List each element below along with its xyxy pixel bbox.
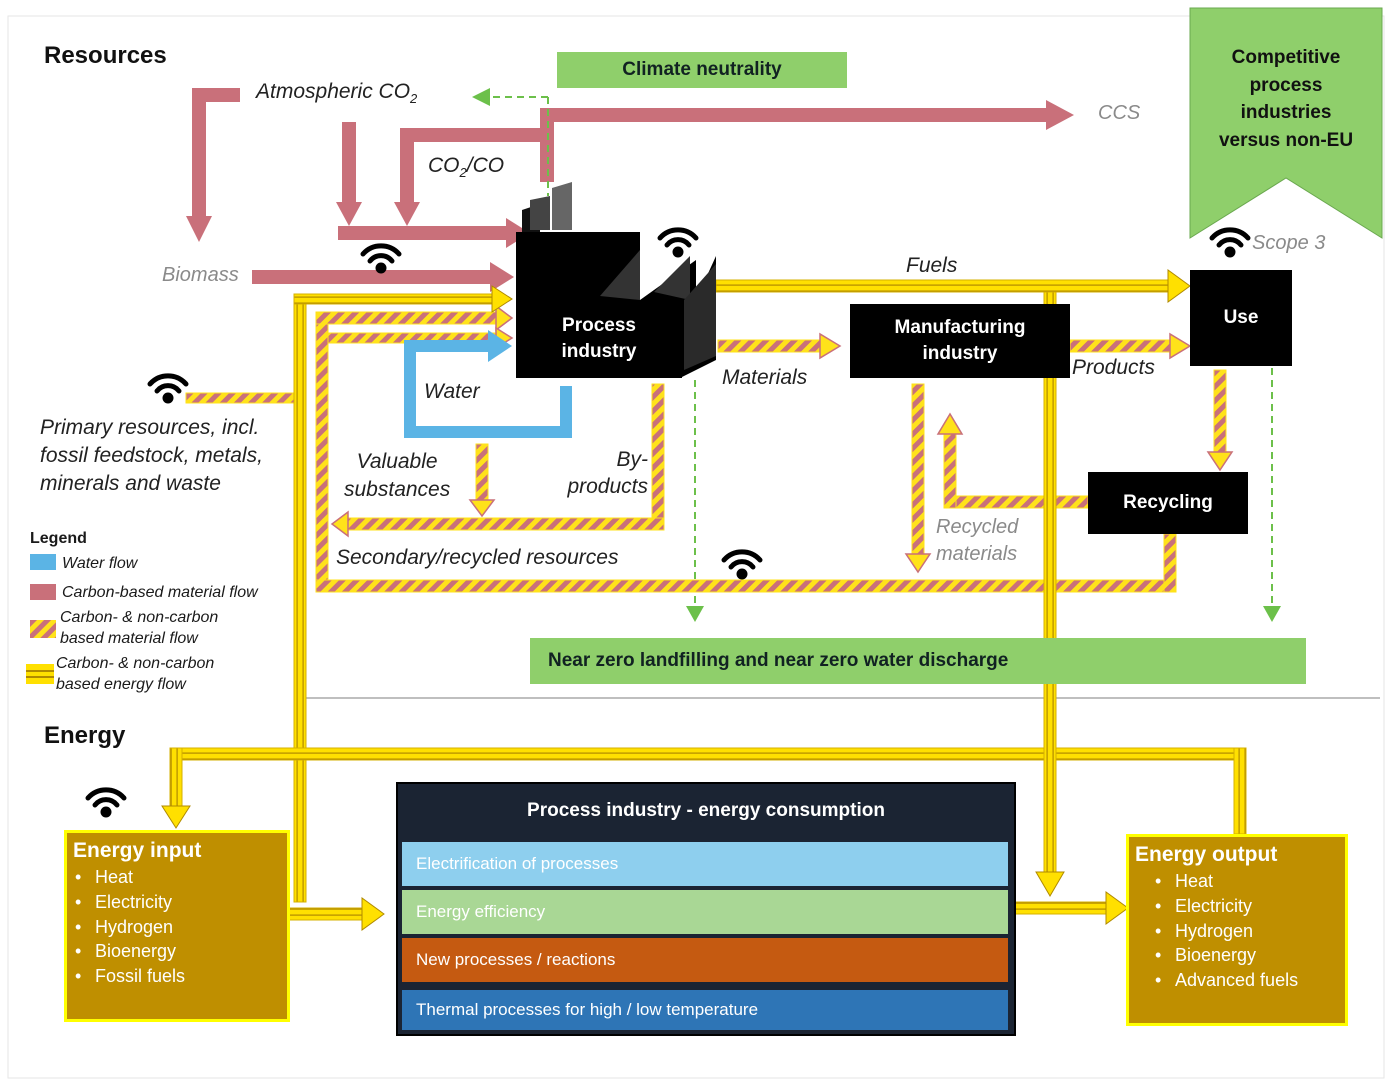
energy-output-title: Energy output: [1135, 843, 1278, 866]
dashed-arrow-heads: [472, 88, 1281, 622]
ccs-label: CCS: [1098, 102, 1141, 124]
near-zero-banner: Near zero landfilling and near zero wate…: [530, 638, 1306, 684]
recycling-box: Recycling: [1088, 472, 1248, 534]
legend-title: Legend: [30, 530, 87, 547]
energy-input-box: Energy input Heat Electricity Hydrogen B…: [64, 830, 290, 1022]
energy-output-item: Hydrogen: [1155, 919, 1345, 944]
energy-output-item: Electricity: [1155, 894, 1345, 919]
hatched-arrow-heads: [330, 304, 1234, 574]
competitive-line-4: versus non-EU: [1218, 129, 1354, 151]
energy-title: Energy: [44, 722, 126, 749]
competitive-line-3: industries: [1240, 102, 1332, 124]
climate-neutrality-banner: Climate neutrality: [557, 52, 847, 88]
wifi-icon: [657, 227, 699, 258]
consumption-row-electrification: Electrification of processes: [402, 842, 1008, 886]
energy-output-list: Heat Electricity Hydrogen Bioenergy Adva…: [1129, 869, 1345, 993]
wifi-icon: [85, 787, 127, 818]
hatched-material-flows: [185, 311, 1227, 593]
consumption-row-efficiency: Energy efficiency: [402, 890, 1008, 934]
use-box: Use: [1190, 270, 1292, 366]
wifi-icon: [360, 243, 402, 274]
energy-consumption-panel: Process industry - energy consumption El…: [396, 782, 1016, 1036]
legend-hatch-swatch: [30, 620, 56, 638]
competitive-line-2: process: [1249, 74, 1323, 96]
primary-resources-label: Primary resources, incl. fossil feedstoc…: [40, 416, 263, 495]
energy-output-item: Heat: [1155, 869, 1345, 894]
legend-mixed-material: Carbon- & non-carbon based material flow: [60, 609, 219, 647]
competitive-pentagon: [1189, 7, 1383, 239]
biomass-label: Biomass: [162, 264, 239, 286]
fuels-label: Fuels: [906, 254, 958, 277]
energy-input-item: Bioenergy: [75, 939, 287, 964]
energy-input-list: Heat Electricity Hydrogen Bioenergy Foss…: [67, 865, 287, 989]
wifi-icon-group: [85, 227, 1251, 818]
legend-energy-swatch: [26, 664, 54, 684]
legend-carbon-swatch: [30, 584, 56, 600]
materials-label: Materials: [722, 366, 808, 389]
wifi-icon: [147, 373, 189, 404]
competitive-line-1: Competitive: [1231, 47, 1341, 68]
by-products-label: By- products: [567, 448, 648, 499]
climate-neutrality-label: Climate neutrality: [622, 59, 782, 80]
diagram-border: [7, 15, 1385, 1079]
scope3-label: Scope 3: [1252, 232, 1326, 254]
energy-input-item: Electricity: [75, 890, 287, 915]
consumption-row-new-processes: New processes / reactions: [402, 938, 1008, 982]
energy-output-item: Bioenergy: [1155, 943, 1345, 968]
energy-output-item: Advanced fuels: [1155, 968, 1345, 993]
near-zero-label: Near zero landfilling and near zero wate…: [548, 650, 1009, 671]
energy-input-item: Hydrogen: [75, 915, 287, 940]
water-flow: [404, 330, 572, 438]
wifi-icon: [1209, 227, 1251, 258]
valuable-substances-label: Valuable substances: [344, 450, 451, 502]
co2-co-label: CO2/CO: [428, 154, 505, 181]
consumption-row-thermal: Thermal processes for high / low tempera…: [402, 990, 1008, 1030]
energy-consumption-title: Process industry - energy consumption: [527, 800, 885, 821]
products-label: Products: [1072, 356, 1155, 379]
energy-input-item: Fossil fuels: [75, 964, 287, 989]
atmospheric-co2-label: Atmospheric CO2: [256, 80, 418, 107]
energy-input-title: Energy input: [73, 839, 202, 862]
water-label: Water: [424, 380, 480, 403]
legend-water-swatch: [30, 554, 56, 570]
legend-carbon: Carbon-based material flow: [62, 584, 258, 601]
resources-title: Resources: [44, 42, 167, 69]
wifi-icon: [721, 549, 763, 580]
energy-output-box: Energy output Heat Electricity Hydrogen …: [1126, 834, 1348, 1026]
competitive-label: Competitive process industries versus no…: [1196, 44, 1376, 154]
recycled-materials-label: Recycled materials: [936, 516, 1019, 565]
legend-energy: Carbon- & non-carbon based energy flow: [56, 655, 215, 693]
secondary-resources-label: Secondary/recycled resources: [336, 546, 619, 569]
energy-flows: [161, 269, 1247, 931]
energy-input-item: Heat: [75, 865, 287, 890]
legend-water: Water flow: [62, 555, 138, 572]
